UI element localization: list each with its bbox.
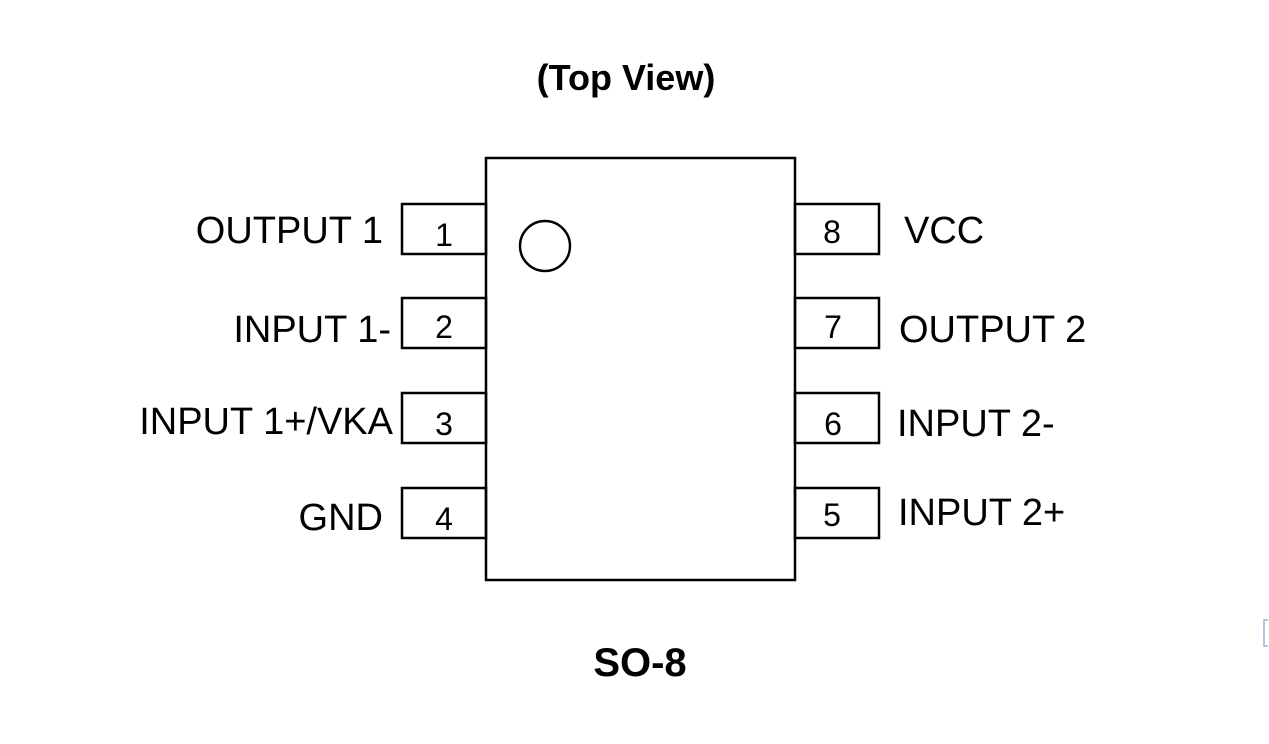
pin-label: INPUT 1- — [233, 309, 391, 351]
pin-number: 5 — [823, 497, 841, 533]
pin-number: 1 — [435, 217, 453, 253]
pin-pad — [793, 296, 881, 350]
pin-number: 3 — [435, 406, 453, 442]
pin-number: 2 — [435, 309, 453, 345]
right-pin-7: 7 OUTPUT 2 — [793, 296, 1086, 351]
pin-pad — [793, 391, 881, 445]
pin-number: 6 — [824, 406, 842, 442]
pin-number: 7 — [824, 309, 842, 345]
right-pin-5: 5 INPUT 2+ — [793, 486, 1065, 540]
pin-label: OUTPUT 2 — [899, 309, 1086, 351]
left-pin-1: 1 OUTPUT 1 — [196, 202, 488, 256]
pin-number: 4 — [435, 501, 453, 537]
pin-pad — [400, 296, 488, 350]
pin-pad — [793, 202, 881, 256]
left-pin-3: 3 INPUT 1+/VKA — [139, 391, 488, 445]
pin-pad — [400, 391, 488, 445]
package-body — [484, 156, 797, 582]
pin-label: INPUT 2+ — [898, 492, 1065, 534]
pin-pad — [400, 486, 488, 540]
pin-pad — [400, 202, 488, 256]
pin-label: OUTPUT 1 — [196, 210, 383, 252]
pin-number: 8 — [823, 214, 841, 250]
left-pin-4: 4 GND — [299, 486, 488, 540]
top-view-title: (Top View) — [537, 57, 716, 98]
left-pin-2: 2 INPUT 1- — [233, 296, 488, 351]
pin-label: INPUT 2- — [897, 403, 1055, 445]
pin1-indicator-dot — [518, 219, 572, 273]
package-name: SO-8 — [593, 641, 686, 685]
right-pin-8: 8 VCC — [793, 202, 984, 256]
pin-pad — [793, 486, 881, 540]
pin-label: VCC — [904, 210, 984, 252]
right-pin-6: 6 INPUT 2- — [793, 391, 1055, 445]
edge-bracket-mark — [1263, 619, 1268, 647]
pin-label: INPUT 1+/VKA — [139, 401, 393, 443]
pin-label: GND — [299, 497, 383, 539]
